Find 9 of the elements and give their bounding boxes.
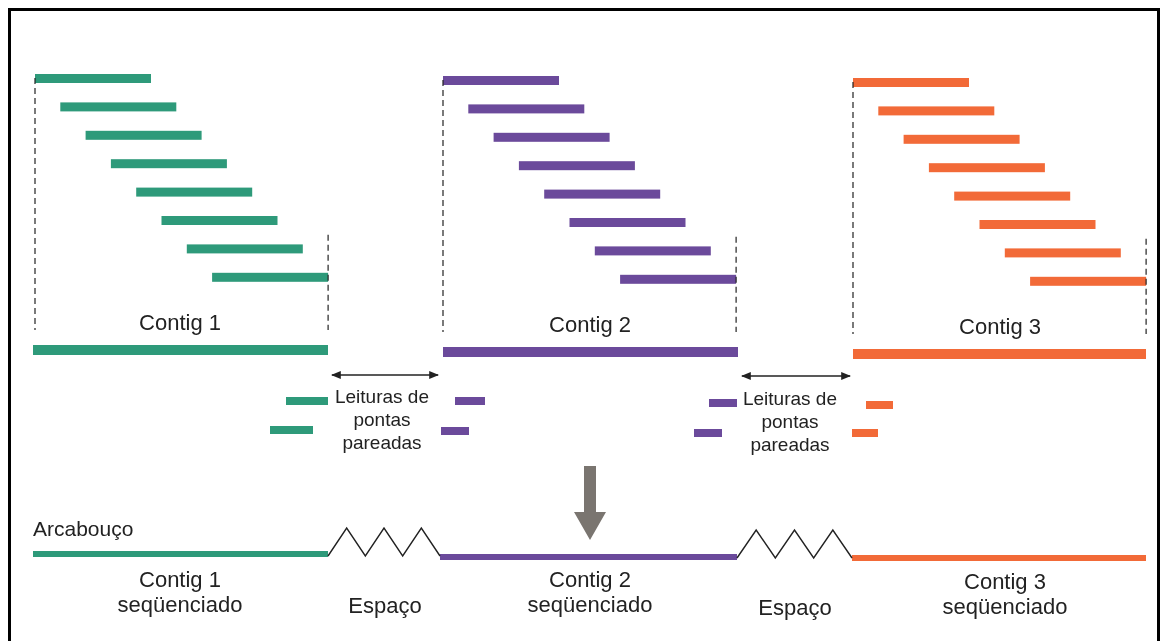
contig-label: Contig 2 — [549, 312, 631, 338]
sequenced-contig-label: Contig 3 seqüenciado — [941, 569, 1069, 620]
contig-label: Contig 1 — [139, 310, 221, 336]
gap-label: Espaço — [758, 595, 832, 621]
sequenced-contig-label: Contig 1 seqüenciado — [116, 567, 244, 618]
sequenced-contig-label: Contig 2 seqüenciado — [526, 567, 654, 618]
scaffold-label: Arcabouço — [33, 517, 134, 542]
gap-label: Espaço — [348, 593, 422, 619]
contig-label: Contig 3 — [959, 314, 1041, 340]
